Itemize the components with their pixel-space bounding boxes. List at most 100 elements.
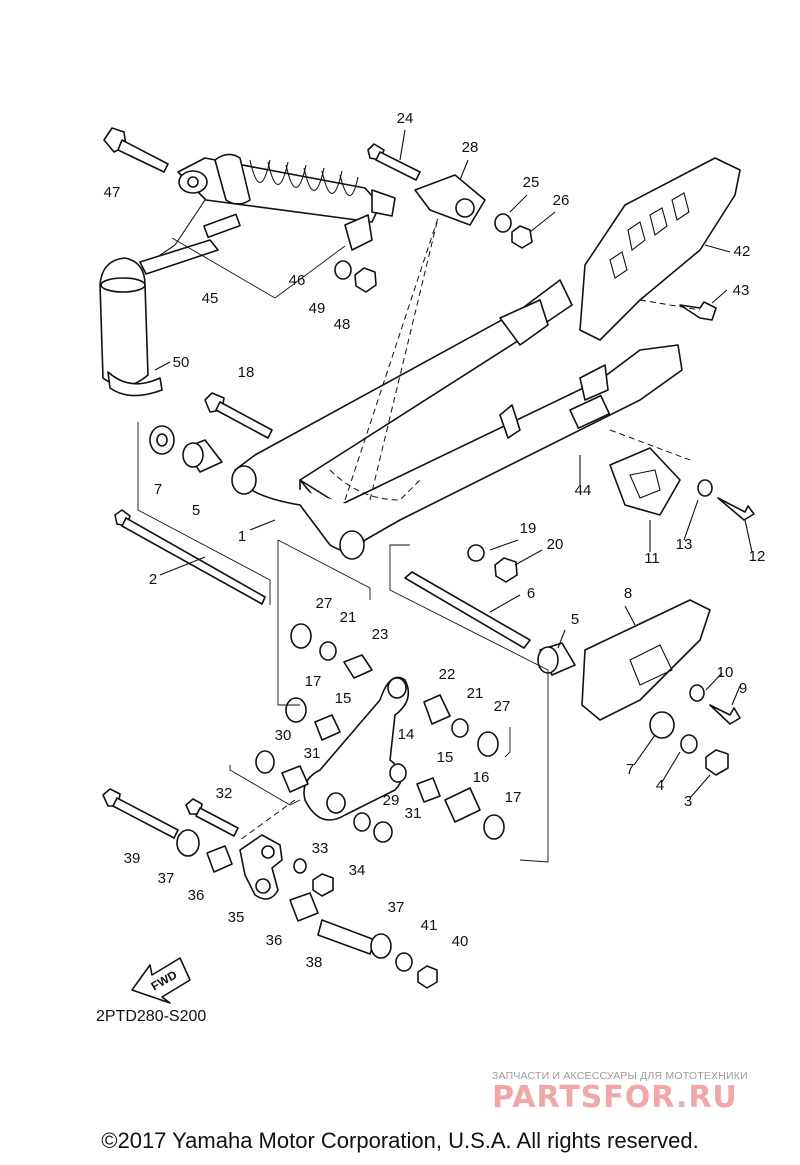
callout: 34 (349, 862, 366, 879)
seal-37 (176, 829, 200, 857)
bolt-24 (367, 143, 421, 181)
seal-27 (290, 623, 312, 649)
watermark-caption: ЗАПЧАСТИ И АКСЕССУАРЫ ДЛЯ МОТОТЕХНИКИ (492, 1070, 748, 1082)
relay-arm-14 (303, 676, 410, 821)
callout: 7 (154, 481, 162, 498)
nut-40 (417, 965, 438, 989)
bearing-29 (353, 812, 371, 832)
seal-30 (255, 750, 275, 774)
bolt-18 (204, 392, 273, 439)
shaft-6 (404, 571, 531, 649)
rear-shock-absorber (99, 153, 396, 397)
callout: 33 (312, 840, 329, 857)
callout: 17 (505, 789, 522, 806)
nut-34 (312, 873, 334, 897)
callout: 7 (626, 761, 634, 778)
bolt-32 (185, 798, 239, 837)
seal-17 (285, 697, 307, 723)
collar-16 (444, 787, 481, 823)
callout: 31 (304, 745, 321, 762)
callout: 16 (473, 769, 490, 786)
callout: 27 (494, 698, 511, 715)
callout: 10 (717, 664, 734, 681)
callout: 21 (340, 609, 357, 626)
callout: 13 (676, 536, 693, 553)
fwd-arrow-icon: FWD (131, 957, 191, 1004)
washer-25 (494, 213, 512, 233)
callout: 24 (397, 110, 414, 127)
callout: 5 (571, 611, 579, 628)
callout: 35 (228, 909, 245, 926)
callout: 32 (216, 785, 233, 802)
drawing-code: 2PTD280-S200 (96, 1008, 207, 1025)
connecting-rod-35 (239, 834, 283, 900)
callout: 30 (275, 727, 292, 744)
reference-lines (137, 217, 701, 863)
callout: 49 (309, 300, 326, 317)
callout: 29 (383, 792, 400, 809)
collar-5-right (537, 642, 576, 676)
collar-36 (206, 845, 233, 873)
callout: 11 (644, 550, 660, 567)
callout: 4 (656, 777, 664, 794)
callout: 41 (421, 917, 438, 934)
collar-23 (343, 654, 373, 679)
nut-26 (511, 225, 533, 249)
seal-37-right (370, 933, 392, 959)
watermark: ЗАПЧАСТИ И АКСЕССУАРЫ ДЛЯ МОТОТЕХНИКИ PA… (492, 1070, 782, 1115)
callout: 22 (439, 666, 456, 683)
callout: 17 (305, 673, 322, 690)
callout: 26 (553, 192, 570, 209)
nut-20 (494, 557, 518, 583)
bearing-15 (314, 714, 341, 741)
callout: 18 (238, 364, 255, 381)
callout: 45 (202, 290, 219, 307)
nut-48 (354, 267, 377, 293)
callout: 39 (124, 850, 141, 867)
callout: 43 (733, 282, 750, 299)
bolt-39 (102, 788, 179, 839)
chain-puller-11 (609, 447, 681, 516)
washer-49 (334, 260, 352, 280)
seal-27-right (477, 731, 499, 757)
bearing-15-right (416, 777, 441, 803)
callout: 14 (398, 726, 415, 743)
callout: 1 (238, 528, 246, 545)
seal-31 (373, 821, 393, 843)
washer-4 (680, 734, 698, 754)
pivot-shaft-2 (114, 509, 266, 605)
callout: 19 (520, 520, 537, 537)
bolt-47 (103, 127, 169, 173)
nut-3 (705, 749, 729, 776)
callout: 3 (684, 793, 692, 810)
callout: 37 (158, 870, 175, 887)
watermark-brand: PARTSFOR.RU (492, 1080, 738, 1115)
bearing-7-right (649, 711, 675, 739)
washer-10 (689, 684, 705, 702)
callout: 42 (734, 243, 751, 260)
seal-17-right (483, 814, 505, 840)
washer-33 (293, 858, 307, 874)
bolt-12 (717, 497, 755, 521)
callout: 37 (388, 899, 405, 916)
washer-19 (467, 544, 485, 562)
callout: 25 (523, 174, 540, 191)
bearing-7 (149, 425, 175, 455)
callout: 40 (452, 933, 469, 950)
collar-31 (281, 765, 309, 793)
bolt-9 (709, 704, 741, 725)
bearing-21-right (451, 718, 469, 738)
collar-36-lower (289, 892, 319, 922)
bolt-43 (679, 301, 717, 321)
washer-41 (395, 952, 413, 972)
bearing-21 (319, 641, 337, 661)
callout: 12 (749, 548, 766, 565)
callout: 5 (192, 502, 200, 519)
chain-guard-42 (579, 157, 741, 341)
collar-5 (182, 439, 223, 473)
callout: 38 (306, 954, 323, 971)
callout: 50 (173, 354, 190, 371)
callout-leaders (154, 129, 753, 799)
callout: 36 (266, 932, 283, 949)
